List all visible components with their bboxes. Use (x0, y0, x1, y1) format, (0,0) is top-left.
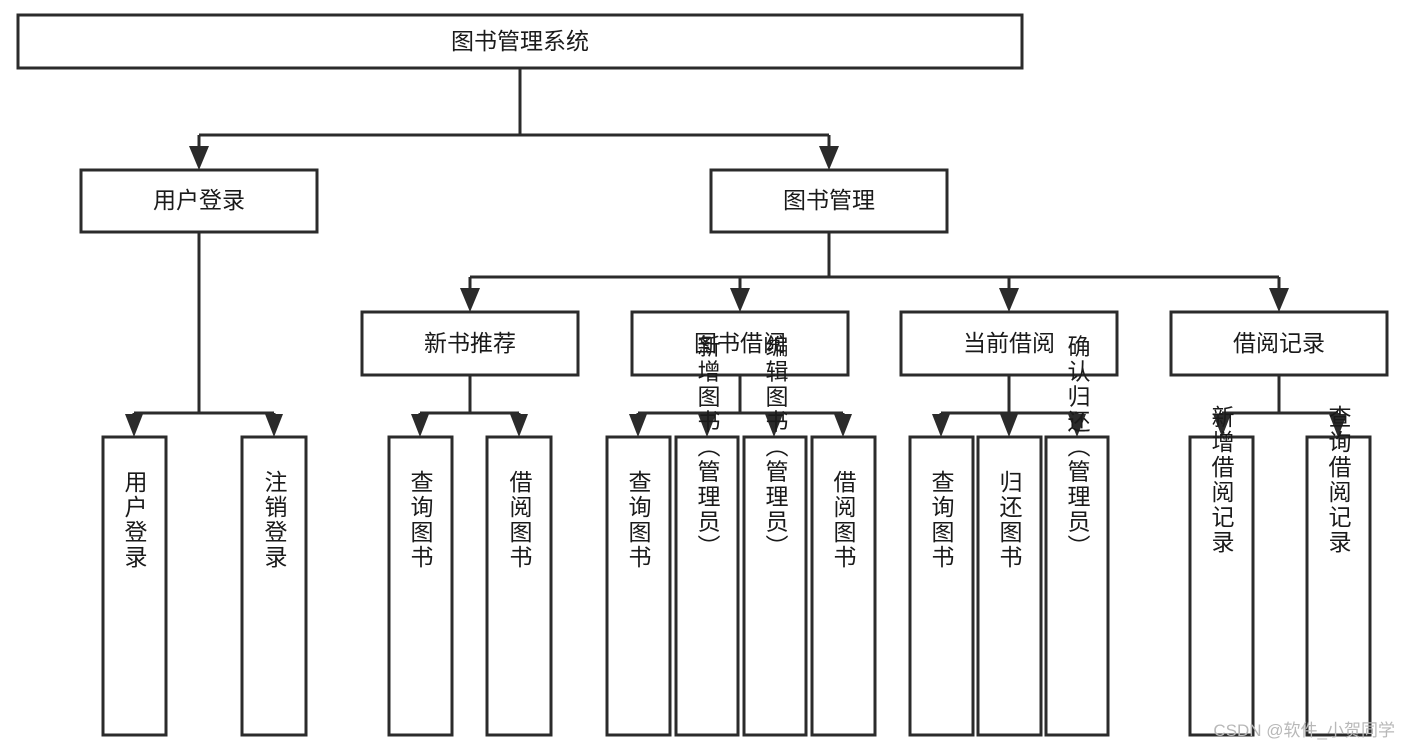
node-leaf-confirm-return[interactable]: 确认归还（管理员） (1044, 335, 1110, 737)
arrow-borrow-record-leaf-1 (1213, 414, 1231, 437)
node-book-borrow[interactable]: 图书借阅 (630, 310, 850, 377)
node-leaf-add-book-label: 新增图书（管理员） (694, 335, 721, 560)
node-leaf-query-book-3-box (908, 435, 975, 737)
node-leaf-edit-book[interactable]: 编辑图书（管理员） (742, 335, 808, 737)
node-current-borrow-box (899, 310, 1119, 377)
node-new-book-recommend-label: 新书推荐 (424, 330, 516, 356)
node-current-borrow[interactable]: 当前借阅 (899, 310, 1119, 377)
node-leaf-user-login[interactable]: 用户登录 (101, 435, 168, 737)
node-leaf-borrow-book-1[interactable]: 借阅图书 (485, 435, 553, 737)
node-book-borrow-label: 图书借阅 (694, 330, 786, 356)
node-leaf-return-book[interactable]: 归还图书 (976, 435, 1043, 737)
arrow-book-borrow-leaf-3 (765, 414, 783, 437)
arrow-current-borrow-leaf-2 (1000, 414, 1018, 437)
node-system-root-box (16, 13, 1024, 70)
arrow-to-book-borrow (730, 288, 750, 312)
node-leaf-query-book-2-box (605, 435, 672, 737)
node-leaf-edit-book-box (742, 435, 808, 737)
arrow-user-login-leaf-2 (265, 414, 283, 437)
node-leaf-borrow-book-2-box (810, 435, 877, 737)
node-leaf-edit-book-label: 编辑图书（管理员） (762, 335, 789, 560)
node-leaf-confirm-return-label: 确认归还（管理员） (1064, 335, 1091, 560)
node-leaf-add-record[interactable]: 新增借阅记录 (1188, 405, 1255, 737)
node-leaf-borrow-book-2-label: 借阅图书 (830, 470, 857, 570)
node-leaf-return-book-box (976, 435, 1043, 737)
node-leaf-borrow-book-2[interactable]: 借阅图书 (810, 435, 877, 737)
arrow-book-borrow-leaf-2 (698, 414, 716, 437)
node-leaf-user-login-box (101, 435, 168, 737)
node-leaf-borrow-book-1-box (485, 435, 553, 737)
node-new-book-recommend-box (360, 310, 580, 377)
arrow-book-borrow-leaf-1 (629, 414, 647, 437)
node-book-borrow-box (630, 310, 850, 377)
node-leaf-user-login-label: 用户登录 (121, 470, 148, 570)
node-leaf-confirm-return-box (1044, 435, 1110, 737)
arrow-root-to-user-login (189, 146, 209, 170)
arrow-current-borrow-leaf-3 (1068, 414, 1086, 437)
node-leaf-query-book-1-label: 查询图书 (407, 470, 434, 570)
node-book-management-box (709, 168, 949, 234)
node-leaf-add-book-box (674, 435, 740, 737)
node-book-management[interactable]: 图书管理 (709, 168, 949, 234)
arrow-to-new-book-recommend (460, 288, 480, 312)
node-new-book-recommend[interactable]: 新书推荐 (360, 310, 580, 377)
arrow-user-login-leaf-1 (125, 414, 143, 437)
node-leaf-query-record[interactable]: 查询借阅记录 (1305, 405, 1372, 737)
node-leaf-query-book-3[interactable]: 查询图书 (908, 435, 975, 737)
node-borrow-record[interactable]: 借阅记录 (1169, 310, 1389, 377)
arrow-to-current-borrow (999, 288, 1019, 312)
node-leaf-logout-login-label: 注销登录 (261, 470, 288, 570)
node-leaf-query-record-label: 查询借阅记录 (1325, 405, 1352, 555)
node-leaf-query-book-1-box (387, 435, 454, 737)
node-user-login[interactable]: 用户登录 (79, 168, 319, 234)
arrow-book-borrow-leaf-4 (834, 414, 852, 437)
node-leaf-add-book[interactable]: 新增图书（管理员） (674, 335, 740, 737)
arrow-new-book-leaf-1 (411, 414, 429, 437)
node-leaf-add-record-label: 新增借阅记录 (1208, 405, 1235, 555)
node-user-login-box (79, 168, 319, 234)
arrow-root-to-book-management (819, 146, 839, 170)
arrow-new-book-leaf-2 (510, 414, 528, 437)
node-system-root-label: 图书管理系统 (451, 28, 589, 54)
node-leaf-query-book-2[interactable]: 查询图书 (605, 435, 672, 737)
node-leaf-query-book-1[interactable]: 查询图书 (387, 435, 454, 737)
node-leaf-query-record-box (1305, 435, 1372, 737)
node-leaf-query-book-3-label: 查询图书 (928, 470, 955, 570)
arrow-current-borrow-leaf-1 (932, 414, 950, 437)
arrow-to-borrow-record (1269, 288, 1289, 312)
arrow-borrow-record-leaf-2 (1329, 414, 1347, 437)
node-book-management-label: 图书管理 (783, 187, 875, 213)
node-system-root[interactable]: 图书管理系统 (16, 13, 1024, 70)
node-user-login-label: 用户登录 (153, 187, 245, 213)
node-leaf-logout-login[interactable]: 注销登录 (240, 435, 308, 737)
node-leaf-borrow-book-1-label: 借阅图书 (506, 470, 533, 570)
node-current-borrow-label: 当前借阅 (963, 330, 1055, 356)
node-leaf-add-record-box (1188, 435, 1255, 737)
node-leaf-logout-login-box (240, 435, 308, 737)
node-leaf-return-book-label: 归还图书 (996, 470, 1023, 570)
node-leaf-query-book-2-label: 查询图书 (625, 470, 652, 570)
node-borrow-record-box (1169, 310, 1389, 377)
node-borrow-record-label: 借阅记录 (1233, 330, 1325, 356)
